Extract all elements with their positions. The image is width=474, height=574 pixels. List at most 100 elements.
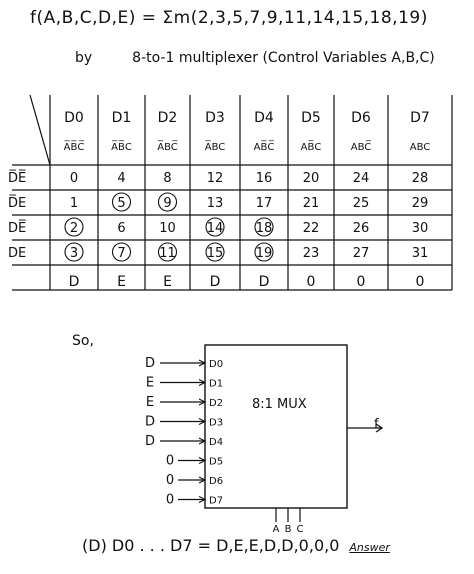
mux-input-arrow: [198, 476, 207, 484]
minterm-cell: 2: [70, 221, 78, 236]
mux-select-label: B: [285, 524, 292, 535]
column-header-d6: D6: [351, 110, 371, 126]
mux-output-arrow: [375, 423, 384, 433]
mux-pin-label: D0: [209, 359, 223, 370]
column-minterm-d6: ABC̅: [351, 140, 372, 153]
minterm-cell: 7: [117, 246, 125, 261]
result-cell: 0: [416, 274, 425, 290]
mux-select-label: C: [297, 524, 304, 535]
mux-title: 8:1 MUX: [252, 397, 307, 412]
minterm-cell: 13: [207, 196, 224, 211]
result-cell: 0: [307, 274, 316, 290]
mux-input-arrow: [198, 437, 207, 445]
column-header-d3: D3: [205, 110, 225, 126]
selected-minterm-circle: [205, 242, 225, 262]
minterm-cell: 10: [159, 221, 176, 236]
column-header-d4: D4: [254, 110, 274, 126]
column-minterm-d0: A̅B̅C̅: [64, 140, 85, 153]
mux-input-arrow: [198, 359, 207, 367]
minterm-cell: 31: [412, 246, 429, 261]
mux-input-value: D: [145, 356, 155, 371]
implementation-table: D0A̅B̅C̅D1A̅B̅CD2A̅BC̅D3A̅BCD4AB̅C̅D5AB̅…: [8, 94, 453, 291]
mux-input-value: E: [146, 395, 154, 410]
mux-input-value: 0: [166, 493, 174, 508]
minterm-cell: 28: [412, 171, 429, 186]
subtitle-by: by: [75, 50, 93, 66]
minterm-cell: 21: [303, 196, 320, 211]
minterm-cell: 6: [117, 221, 125, 236]
mux-input-arrow: [198, 398, 207, 406]
mux-pin-label: D6: [209, 476, 223, 487]
mux-input-value: 0: [166, 454, 174, 469]
column-header-d2: D2: [158, 110, 178, 126]
mux-block: [204, 344, 348, 509]
row-label: DE: [8, 246, 26, 261]
mux-output-label: f: [374, 417, 379, 432]
mux-input-arrow: [198, 457, 207, 464]
row-label: D̅E: [8, 195, 26, 211]
minterm-cell: 18: [256, 221, 273, 236]
column-minterm-d3: A̅BC: [205, 140, 226, 153]
column-header-d0: D0: [64, 110, 84, 126]
answer-line: (D) D0 . . . D7 = D,E,E,D,D,0,0,0 Answer: [82, 536, 390, 555]
minterm-cell: 20: [303, 171, 320, 186]
minterm-cell: 3: [70, 246, 78, 261]
result-cell: E: [163, 274, 172, 290]
row-label: DE̅: [8, 220, 27, 236]
minterm-cell: 29: [412, 196, 429, 211]
minterm-cell: 14: [207, 221, 224, 236]
column-header-d5: D5: [301, 110, 321, 126]
minterm-cell: 12: [207, 171, 224, 186]
so-label: So,: [72, 333, 94, 349]
column-minterm-d2: A̅BC̅: [157, 140, 178, 153]
minterm-cell: 19: [256, 246, 273, 261]
minterm-cell: 8: [163, 171, 171, 186]
column-minterm-d1: A̅B̅C: [111, 140, 132, 153]
minterm-cell: 30: [412, 221, 429, 236]
minterm-cell: 1: [70, 196, 78, 211]
minterm-cell: 26: [353, 221, 370, 236]
column-minterm-d7: ABC: [410, 142, 431, 153]
selected-minterm-circle: [111, 192, 132, 212]
selected-minterm-circle: [64, 242, 84, 262]
grid-corner-diagonal: [29, 94, 51, 166]
column-minterm-d5: AB̅C: [301, 140, 322, 153]
minterm-cell: 11: [159, 246, 176, 261]
mux-input-arrow: [198, 496, 207, 503]
mux-pin-label: D3: [209, 418, 223, 429]
minterm-cell: 17: [256, 196, 273, 211]
result-cell: E: [117, 274, 126, 290]
selected-minterm-circle: [111, 242, 132, 262]
mux-pin-label: D4: [209, 437, 223, 448]
result-cell: D: [259, 274, 270, 290]
selected-minterm-circle: [157, 192, 178, 212]
minterm-cell: 0: [70, 171, 78, 186]
column-minterm-d4: AB̅C̅: [254, 140, 275, 153]
mux-input-value: D: [145, 415, 155, 430]
result-cell: D: [210, 274, 221, 290]
mux-pin-label: D1: [209, 379, 223, 390]
minterm-cell: 4: [117, 171, 125, 186]
table-headers: D0A̅B̅C̅D1A̅B̅CD2A̅BC̅D3A̅BCD4AB̅C̅D5AB̅…: [64, 110, 431, 153]
result-cell: D: [69, 274, 80, 290]
selected-minterm-circle: [254, 242, 274, 262]
selected-minterm-circle: [254, 217, 274, 237]
mux-input-value: E: [146, 376, 154, 391]
minterm-cell: 24: [353, 171, 370, 186]
mux-input-value: D: [145, 434, 155, 449]
answer-tag: Answer: [349, 541, 390, 554]
minterm-cell: 23: [303, 246, 320, 261]
answer-text: (D) D0 . . . D7 = D,E,E,D,D,0,0,0: [82, 536, 340, 555]
selected-minterm-circle: [205, 217, 225, 237]
row-label: D̅E̅: [8, 170, 27, 186]
mux-input-arrow: [198, 379, 207, 386]
minterm-cell: 27: [353, 246, 370, 261]
subtitle-control: (Control Variables A,B,C): [262, 50, 435, 66]
mux-input-arrow: [198, 418, 207, 425]
selected-minterm-circle: [64, 217, 84, 237]
